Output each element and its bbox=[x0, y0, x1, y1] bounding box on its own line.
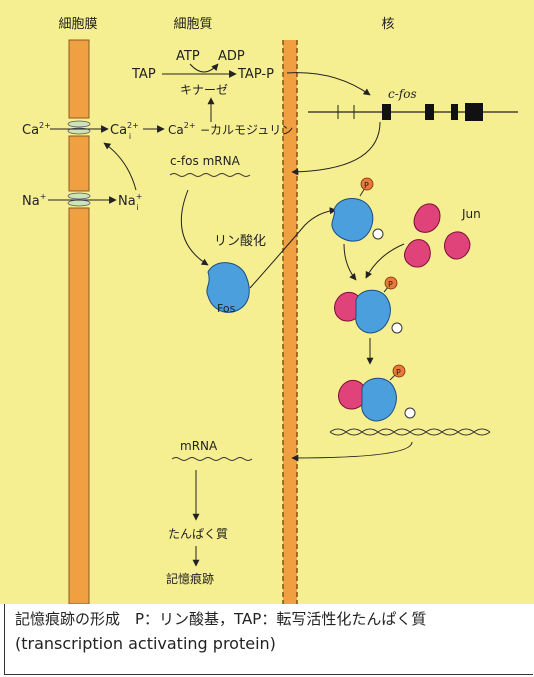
jun-proteins bbox=[404, 203, 471, 268]
phosphate-group bbox=[360, 177, 374, 191]
label-tap: TAP bbox=[131, 67, 156, 82]
fos-jun-complex: P bbox=[334, 276, 403, 334]
caption-line-1: 記憶痕跡の形成 P：リン酸基，TAP：転写活性化たんぱく質 bbox=[15, 610, 427, 628]
cell-membrane bbox=[67, 39, 91, 605]
label-tap-p: TAP-P bbox=[237, 67, 274, 82]
label-na-intracellular: Na+i bbox=[118, 192, 142, 212]
memory-trace-diagram: 細胞膜 細胞質 核 ATP ADP TAP TAP-P キナーゼ c-fos bbox=[0, 0, 534, 605]
label-atp: ATP bbox=[176, 49, 200, 64]
label-na-extracellular: Na+ bbox=[22, 192, 46, 209]
arrow-atp-adp bbox=[189, 63, 219, 73]
header-cytoplasm: 細胞質 bbox=[173, 17, 212, 32]
arrow-gene-to-mrna bbox=[291, 121, 381, 176]
label-kinase: キナーゼ bbox=[180, 83, 228, 97]
header-membrane: 細胞膜 bbox=[58, 17, 97, 32]
arrow-phosphorylation bbox=[249, 207, 337, 289]
label-mrna: mRNA bbox=[180, 439, 218, 453]
mrna-strand bbox=[171, 457, 253, 461]
svg-text:P: P bbox=[396, 368, 401, 377]
dna-helix bbox=[329, 428, 491, 436]
label-jun: Jun bbox=[461, 207, 481, 221]
label-ca-calmodulin: Ca2+ bbox=[168, 121, 196, 137]
label-ca-extracellular: Ca2+ bbox=[22, 121, 51, 138]
svg-text:P: P bbox=[364, 181, 369, 190]
arrow-fos-to-complex bbox=[343, 243, 357, 281]
fos-jun-dna-bound: P bbox=[338, 364, 416, 422]
label-protein: たんぱく質 bbox=[168, 526, 228, 541]
label-cfos-mrna: c-fos mRNA bbox=[170, 154, 241, 168]
diagram-canvas: 細胞膜 細胞質 核 ATP ADP TAP TAP-P キナーゼ c-fos bbox=[22, 17, 518, 605]
arrow-jun-to-complex bbox=[365, 243, 405, 279]
mrna-strand-cfos bbox=[169, 173, 251, 177]
header-nucleus: 核 bbox=[381, 17, 394, 32]
svg-text:P: P bbox=[388, 280, 393, 289]
figure-caption: 記憶痕跡の形成 P：リン酸基，TAP：転写活性化たんぱく質 (transcrip… bbox=[4, 604, 533, 675]
label-gene-c-fos: c-fos bbox=[388, 87, 417, 101]
nuclear-membrane bbox=[282, 40, 298, 604]
arrow-tapp-to-gene bbox=[286, 72, 371, 96]
label-phosphorylation: リン酸化 bbox=[214, 234, 266, 249]
label-fos: Fos bbox=[217, 302, 236, 315]
arrow-na-to-cai bbox=[103, 142, 137, 191]
c-fos-gene bbox=[308, 103, 518, 121]
phosphorylated-fos: P bbox=[331, 177, 384, 242]
label-ca-intracellular: Ca2+i bbox=[110, 121, 139, 141]
caption-line-2: (transcription activating protein) bbox=[15, 634, 276, 653]
label-adp: ADP bbox=[218, 49, 245, 64]
arrow-dna-to-mrna bbox=[291, 441, 413, 462]
label-calmodulin: −カルモジュリン bbox=[200, 123, 293, 137]
label-memory-trace: 記憶痕跡 bbox=[166, 571, 214, 586]
fos-protein bbox=[206, 262, 250, 313]
arrow-mrna-to-fos bbox=[180, 189, 209, 266]
